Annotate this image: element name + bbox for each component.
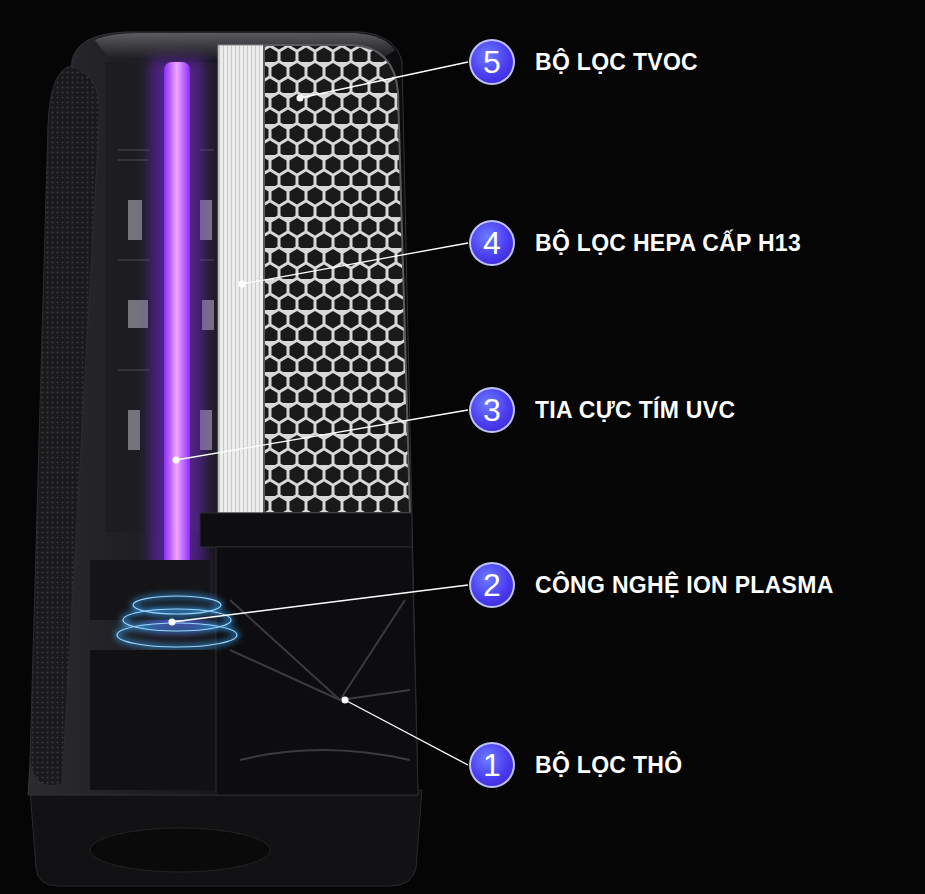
callout: 5 BỘ LỌC TVOC xyxy=(469,39,698,85)
part-name: TIA CỰC TÍM UVC xyxy=(535,397,735,424)
leader-dots xyxy=(169,95,349,704)
part-name: CÔNG NGHỆ ION PLASMA xyxy=(535,572,834,599)
callout-number: 3 xyxy=(469,387,515,433)
callout: 2 CÔNG NGHỆ ION PLASMA xyxy=(469,562,834,608)
callout: 3 TIA CỰC TÍM UVC xyxy=(469,387,735,433)
callout: 1 BỘ LỌC THÔ xyxy=(469,742,682,788)
callout-number: 1 xyxy=(469,742,515,788)
part-name: BỘ LỌC TVOC xyxy=(535,49,698,76)
callout-number: 4 xyxy=(469,220,515,266)
part-name: BỘ LỌC HEPA CẤP H13 xyxy=(535,230,801,257)
callout: 4 BỘ LỌC HEPA CẤP H13 xyxy=(469,220,801,266)
part-name: BỘ LỌC THÔ xyxy=(535,752,682,779)
leader-lines xyxy=(172,62,468,765)
callout-number: 5 xyxy=(469,39,515,85)
callout-number: 2 xyxy=(469,562,515,608)
